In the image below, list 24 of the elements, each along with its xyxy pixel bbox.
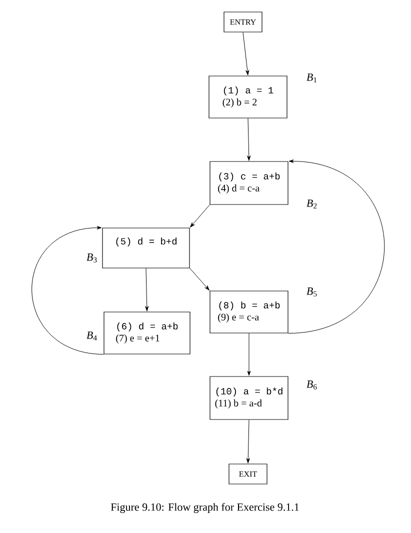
arrow [190, 204, 210, 228]
arrow [145, 268, 149, 312]
basic-block-box: (6) d = a+b (7) e = e+1 [104, 312, 190, 354]
arrow [242, 32, 250, 76]
arrow [247, 118, 251, 161]
arrow [32, 226, 104, 355]
basic-block-box: (3) c = a+b (4) d = c-a [210, 161, 288, 205]
basic-block-box: (10) a = b*d (11) b = a-d [210, 376, 288, 420]
block-label: B$_{1}$ [306, 74, 317, 82]
basic-block-box: (8) b = a+b (9) e = c-a [210, 290, 288, 334]
block-label: B$_{2}$ [306, 200, 317, 208]
block-label: B$_{5}$ [306, 288, 317, 296]
terminal-box: EXIT [228, 464, 268, 484]
arrow [288, 160, 385, 334]
block-label: B$_{4}$ [86, 332, 97, 340]
basic-block-box: (5) d = b+d [102, 228, 190, 268]
block-label: B$_{3}$ [86, 254, 97, 262]
arrow [247, 333, 251, 376]
arrow [246, 420, 250, 464]
arrow [190, 268, 210, 290]
caption: Figure 9.10: Flow graph for Exercise 9.1.1 [110, 502, 299, 514]
block-label: B$_{6}$ [306, 380, 317, 390]
terminal-box: ENTRY [224, 12, 262, 32]
basic-block-box: (1) a = 1 (2) b = 2 [208, 76, 288, 118]
